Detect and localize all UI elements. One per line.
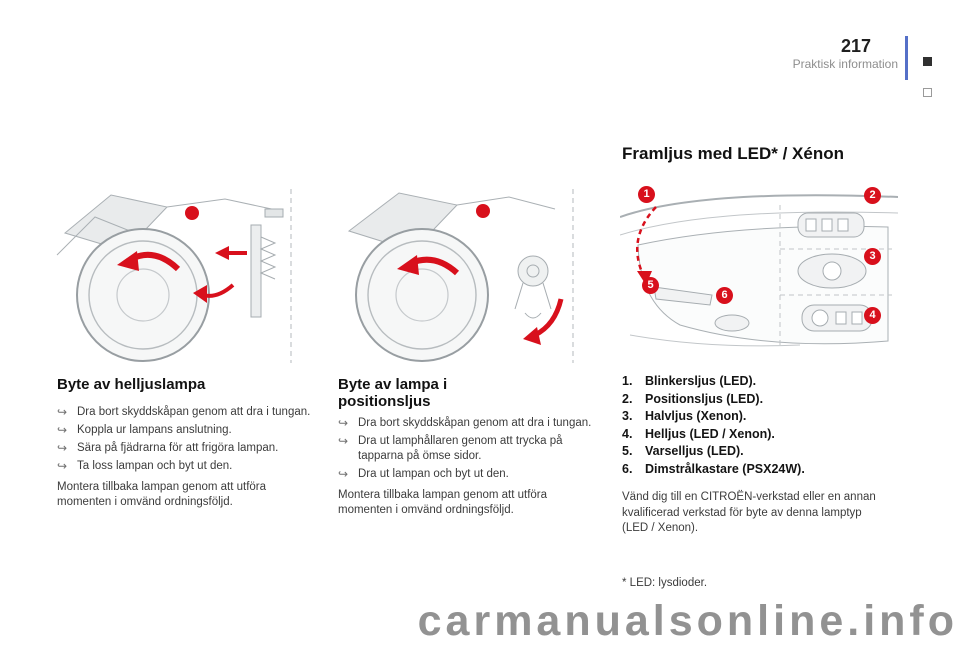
lamp-number: 2. bbox=[622, 391, 633, 406]
procedure-step: ↪ Dra bort skyddskåpan genom att dra i t… bbox=[338, 416, 594, 431]
lamp-list-item: 4. Helljus (LED / Xenon). bbox=[622, 427, 904, 442]
procedure-step: ↪ Dra ut lamphållaren genom att trycka p… bbox=[338, 434, 594, 464]
lamp-label: Dimstrålkastare (PSX24W). bbox=[645, 461, 805, 476]
watermark-text: carmanualsonline.info bbox=[417, 597, 958, 645]
step-text: Dra ut lampan och byt ut den. bbox=[358, 468, 509, 480]
headlamp-rear-cover-illustration bbox=[56, 189, 292, 363]
front-lamps-diagram: 1 2 3 4 5 6 bbox=[620, 183, 898, 355]
lamp-label: Halvljus (Xenon). bbox=[645, 409, 747, 423]
procedure-arrow-icon: ↪ bbox=[57, 405, 68, 419]
section-framljus: 1. Blinkersljus (LED). 2. Positionsljus … bbox=[622, 374, 904, 589]
section-label: Praktisk information bbox=[792, 57, 898, 71]
procedure-footer: Montera tillbaka lampan genom att utföra… bbox=[57, 481, 267, 508]
section-helljus: Byte av helljuslampa ↪ Dra bort skyddskå… bbox=[57, 376, 315, 510]
callout-1-badge: 1 bbox=[638, 186, 655, 203]
lamp-list-item: 1. Blinkersljus (LED). bbox=[622, 374, 904, 389]
car-front-corner-illustration bbox=[620, 194, 898, 347]
step-text: Sära på fjädrarna för att frigöra lampan… bbox=[77, 442, 279, 454]
procedure-step: ↪ Dra ut lampan och byt ut den. bbox=[338, 467, 594, 482]
positionsljus-title: Byte av lampa i positionsljus bbox=[338, 376, 448, 410]
step-text: Ta loss lampan och byt ut den. bbox=[77, 460, 233, 472]
workshop-note: Vänd dig till en CITROËN-verkstad eller … bbox=[622, 491, 876, 534]
lamp-list-item: 3. Halvljus (Xenon). bbox=[622, 409, 904, 424]
procedure-arrow-icon: ↪ bbox=[57, 459, 68, 473]
lamp-label: Positionsljus (LED). bbox=[645, 391, 764, 406]
lamp-label: Helljus (LED / Xenon). bbox=[645, 426, 775, 441]
chapter-marker-empty-square bbox=[923, 88, 932, 97]
procedure-step: ↪ Sära på fjädrarna för att frigöra lamp… bbox=[57, 441, 315, 456]
lamp-list-item: 6. Dimstrålkastare (PSX24W). bbox=[622, 462, 904, 477]
lamp-number: 6. bbox=[622, 461, 633, 476]
lamp-list-item: 5. Varselljus (LED). bbox=[622, 444, 904, 459]
procedure-step: ↪ Koppla ur lampans anslutning. bbox=[57, 423, 315, 438]
chapter-marker-filled-square bbox=[923, 57, 932, 66]
procedure-step: ↪ Ta loss lampan och byt ut den. bbox=[57, 459, 315, 474]
positionsljus-lamp-diagram bbox=[337, 173, 589, 373]
lamp-number: 4. bbox=[622, 426, 633, 441]
procedure-arrow-icon: ↪ bbox=[338, 467, 349, 481]
callout-4-badge: 4 bbox=[864, 307, 881, 324]
callout-2-badge: 2 bbox=[864, 187, 881, 204]
helljus-lamp-diagram bbox=[55, 173, 307, 373]
helljus-title: Byte av helljuslampa bbox=[57, 376, 206, 393]
lamp-label: Blinkersljus (LED). bbox=[645, 374, 757, 388]
procedure-footer: Montera tillbaka lampan genom att utföra… bbox=[338, 489, 548, 516]
page-number: 217 bbox=[841, 36, 872, 56]
lamp-list-item: 2. Positionsljus (LED). bbox=[622, 392, 904, 407]
procedure-arrow-icon: ↪ bbox=[57, 423, 68, 437]
procedure-arrow-icon: ↪ bbox=[338, 416, 349, 430]
procedure-arrow-icon: ↪ bbox=[57, 441, 68, 455]
chapter-tab-line bbox=[905, 36, 908, 80]
lamp-label: Varselljus (LED). bbox=[645, 444, 744, 458]
lamp-number: 1. bbox=[622, 374, 633, 388]
step-text: Koppla ur lampans anslutning. bbox=[77, 424, 232, 436]
callout-6-badge: 6 bbox=[716, 287, 733, 304]
section-positionsljus: Byte av lampa i positionsljus ↪ Dra bort… bbox=[338, 376, 594, 518]
step-text: Dra ut lamphållaren genom att trycka på … bbox=[358, 435, 563, 462]
lamp-number: 3. bbox=[622, 409, 633, 423]
led-footnote: * LED: lysdioder. bbox=[622, 576, 708, 589]
callout-3-badge: 3 bbox=[864, 248, 881, 265]
framljus-title: Framljus med LED* / Xénon bbox=[622, 144, 844, 163]
position-bulb-holder-illustration bbox=[347, 189, 574, 363]
procedure-step: ↪ Dra bort skyddskåpan genom att dra i t… bbox=[57, 405, 315, 420]
callout-5-badge: 5 bbox=[642, 277, 659, 294]
step-text: Dra bort skyddskåpan genom att dra i tun… bbox=[358, 417, 592, 429]
lamp-number: 5. bbox=[622, 444, 633, 458]
procedure-arrow-icon: ↪ bbox=[338, 434, 349, 448]
step-text: Dra bort skyddskåpan genom att dra i tun… bbox=[77, 406, 311, 418]
